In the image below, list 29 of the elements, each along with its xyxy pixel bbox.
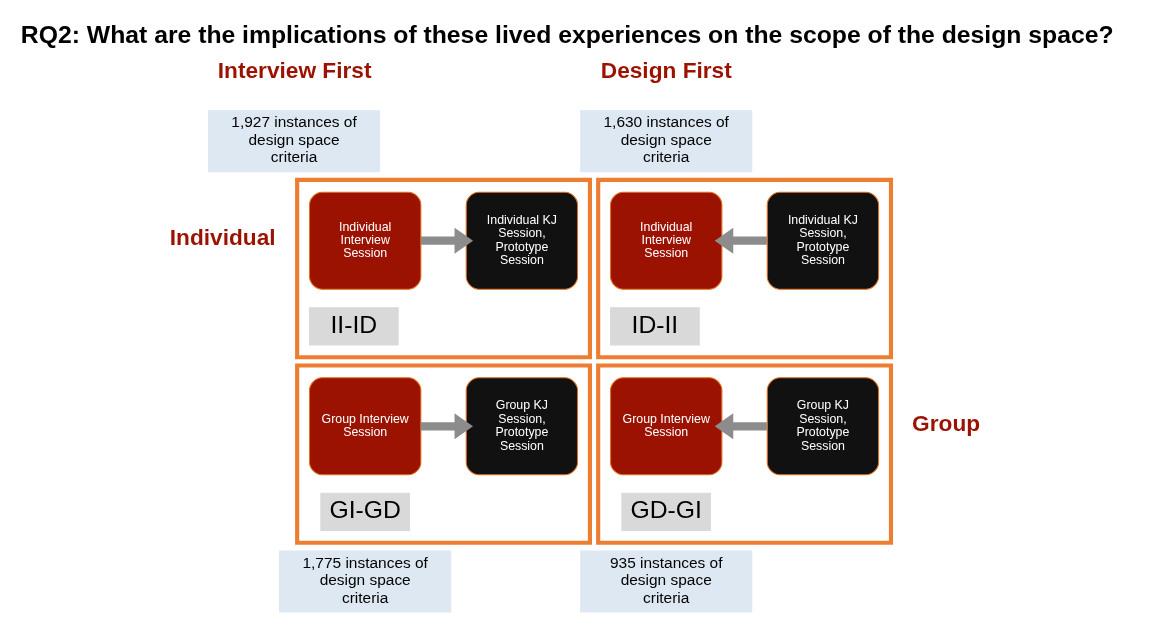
node-box: II-ID <box>309 306 399 345</box>
label: Interview First <box>217 56 372 83</box>
node-box: 1,630 instances of design space criteria <box>580 109 753 172</box>
cluster <box>295 362 592 545</box>
diagram-title: RQ2: What are the implications of these lived experiences on the scope of the design space? <box>20 20 1114 48</box>
node-box: Group KJ Session, Prototype Session <box>766 376 880 475</box>
label: Individual <box>169 223 276 250</box>
node-box: Group Interview Session <box>610 376 723 475</box>
node-box: Group KJ Session, Prototype Session <box>465 376 579 475</box>
node-box: 935 instances of design space criteria <box>580 550 753 612</box>
node-box: GI-GD <box>320 492 411 531</box>
node-box: Individual Interview Session <box>309 191 422 290</box>
node-box: 1,775 instances of design space criteria <box>279 550 452 612</box>
node-box: GD-GI <box>621 492 712 531</box>
arrow <box>420 227 474 254</box>
node-box: ID-II <box>610 306 700 345</box>
node-box: Individual KJ Session, Prototype Session <box>465 191 579 290</box>
label: Group <box>912 409 981 436</box>
cluster <box>596 362 893 545</box>
node-box: Individual Interview Session <box>610 191 723 290</box>
cluster <box>295 177 592 359</box>
node-box: Group Interview Session <box>309 376 422 475</box>
arrow <box>714 227 767 254</box>
label: Design First <box>600 56 732 83</box>
arrow <box>420 412 474 439</box>
arrow <box>714 412 767 439</box>
node-box: Individual KJ Session, Prototype Session <box>766 191 880 290</box>
cluster <box>596 177 893 359</box>
node-box: 1,927 instances of design space criteria <box>207 109 381 172</box>
